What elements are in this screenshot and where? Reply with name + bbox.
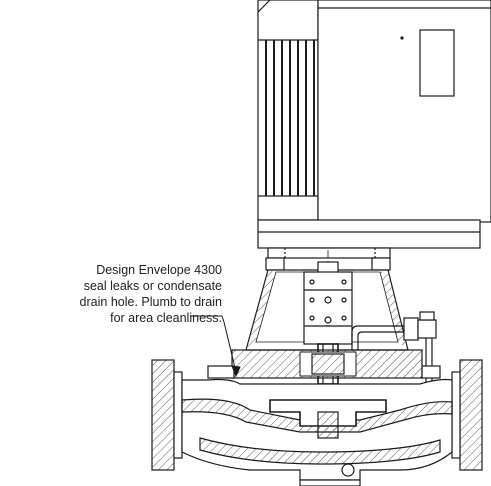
callout-leader bbox=[190, 315, 241, 378]
casing-cover bbox=[207, 349, 441, 379]
suction-flange bbox=[151, 359, 175, 471]
callout-note: Design Envelope 4300 seal leaks or conde… bbox=[0, 262, 222, 326]
pump-volute bbox=[151, 359, 483, 486]
drive-enclosure bbox=[317, 0, 491, 223]
motor-cooling-fins bbox=[265, 40, 315, 196]
motor-base bbox=[257, 219, 481, 249]
callout-line-3: drain hole. Plumb to drain bbox=[79, 295, 222, 309]
drive-indicator bbox=[400, 36, 404, 40]
callout-line-2: seal leaks or condensate bbox=[83, 279, 222, 293]
seal-flush-line bbox=[351, 311, 437, 392]
motor-flange bbox=[267, 247, 391, 259]
drive-panel bbox=[419, 29, 455, 97]
motor-housing bbox=[257, 0, 491, 259]
drain-plug bbox=[341, 463, 355, 477]
callout-line-1: Design Envelope 4300 bbox=[96, 263, 222, 277]
discharge-flange bbox=[459, 359, 483, 471]
callout-line-4: for area cleanliness. bbox=[110, 311, 222, 325]
